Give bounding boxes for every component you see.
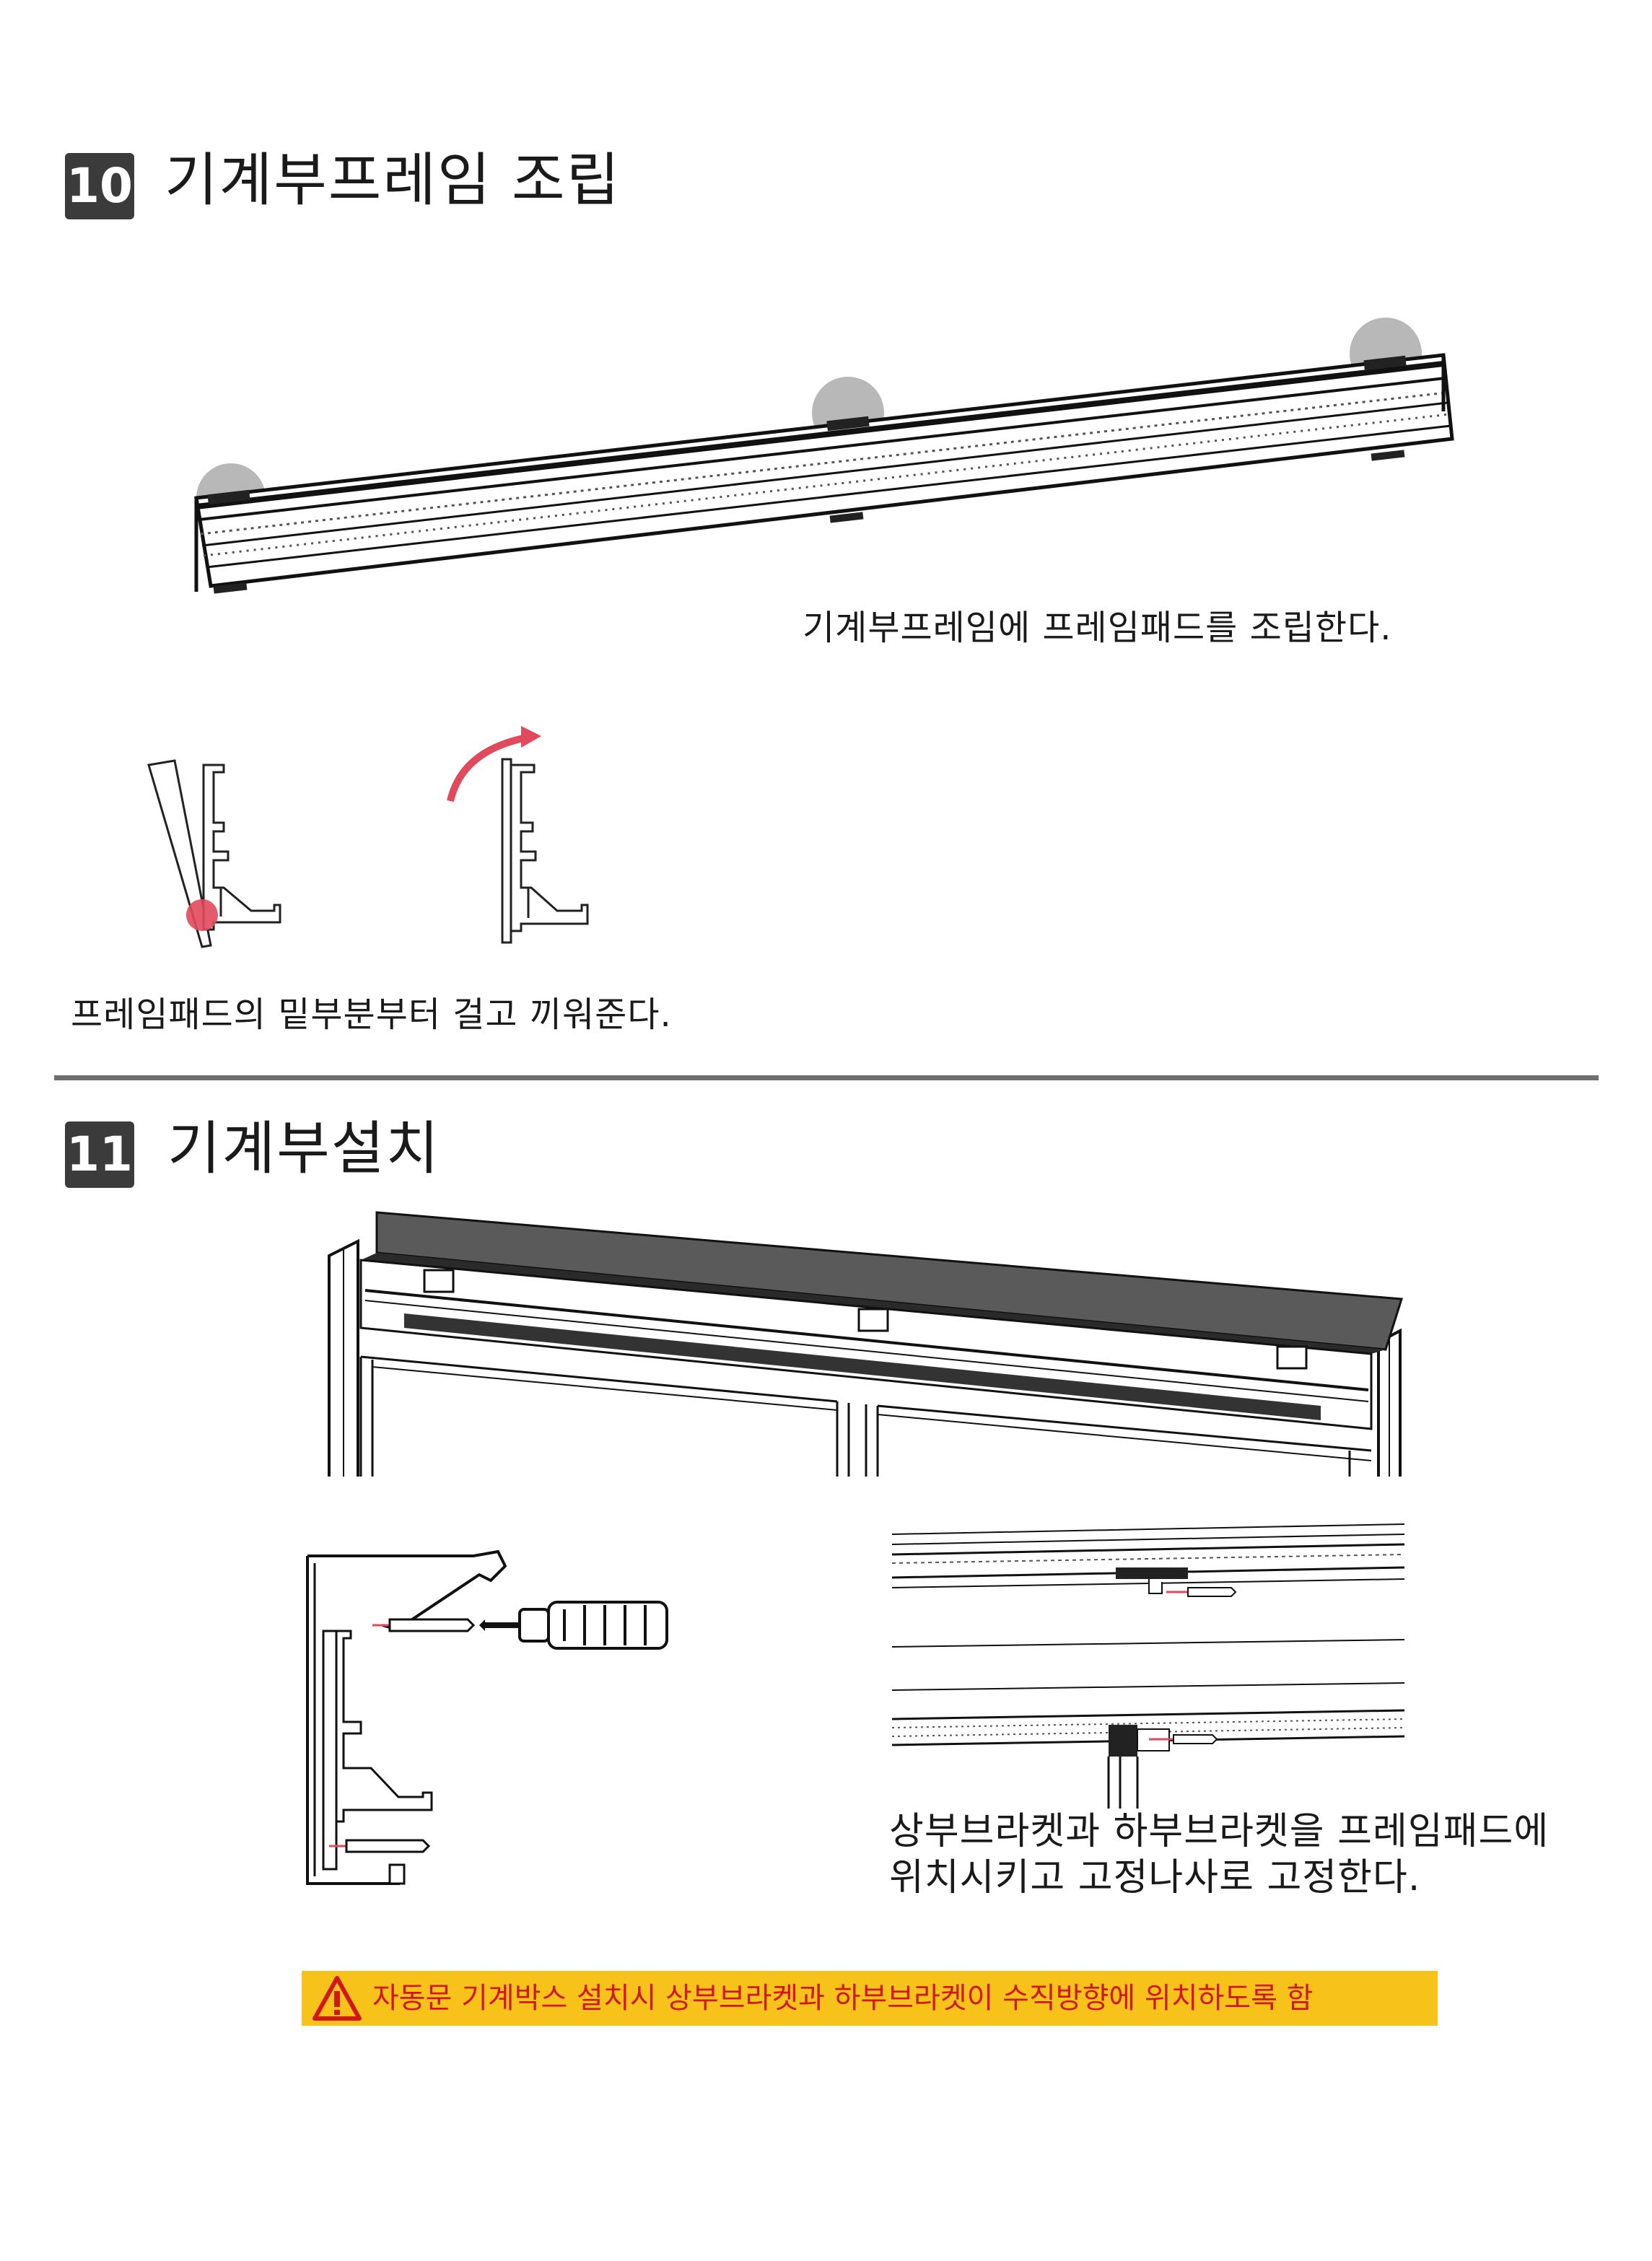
caption-bracket-fix-line2: 위치시키고 고정나사로 고정한다. — [889, 1856, 1421, 1899]
pad-hook-step-illustration — [147, 759, 281, 948]
warning-text: 자동문 기계박스 설치시 상부브라켓과 하부브라켓이 수직방향에 위치하도록 함 — [372, 1982, 1314, 2015]
upper-bracket — [1276, 1345, 1308, 1370]
frame-rail-illustration — [194, 318, 1454, 594]
caption-frame-pad-assembly: 기계부프레임에 프레임패드를 조립한다. — [803, 608, 1392, 648]
caption-hook-pad-bottom: 프레임패드의 밑부분부터 걸고 끼워준다. — [71, 994, 672, 1035]
frame-pad — [1363, 355, 1407, 371]
upper-bracket — [423, 1269, 455, 1293]
bracket-detail-illustration — [891, 1523, 1405, 1809]
section-title-frame-assembly: 기계부프레임 조립 — [165, 146, 621, 214]
frame-pad — [1371, 450, 1405, 461]
frame-pad — [213, 582, 248, 594]
section-title-mechanism-install: 기계부설치 — [167, 1115, 440, 1182]
frame-pad — [829, 512, 864, 523]
pad-rotate-step-illustration — [447, 726, 589, 944]
lower-bracket — [1109, 1725, 1137, 1757]
step-number-badge-10: 10 — [65, 153, 134, 219]
upper-bracket — [857, 1308, 889, 1332]
frame-pad — [826, 416, 870, 432]
mechanism-install-illustration — [328, 1211, 1403, 1477]
upper-bracket — [1116, 1567, 1188, 1579]
warning-triangle-icon — [313, 1976, 362, 2021]
warning-banner: 자동문 기계박스 설치시 상부브라켓과 하부브라켓이 수직방향에 위치하도록 함 — [302, 1971, 1438, 2026]
step-number-badge-11: 11 — [65, 1121, 134, 1188]
section-divider — [54, 1075, 1599, 1080]
frame-pad — [207, 489, 250, 505]
hook-point-marker — [186, 899, 218, 931]
screwdriver-icon — [479, 1601, 668, 1650]
rotate-arrow-icon — [447, 734, 528, 802]
bracket-screw-section-illustration — [306, 1549, 668, 1885]
caption-bracket-fix-line1: 상부브라켓과 하부브라켓을 프레임패드에 — [889, 1810, 1550, 1853]
